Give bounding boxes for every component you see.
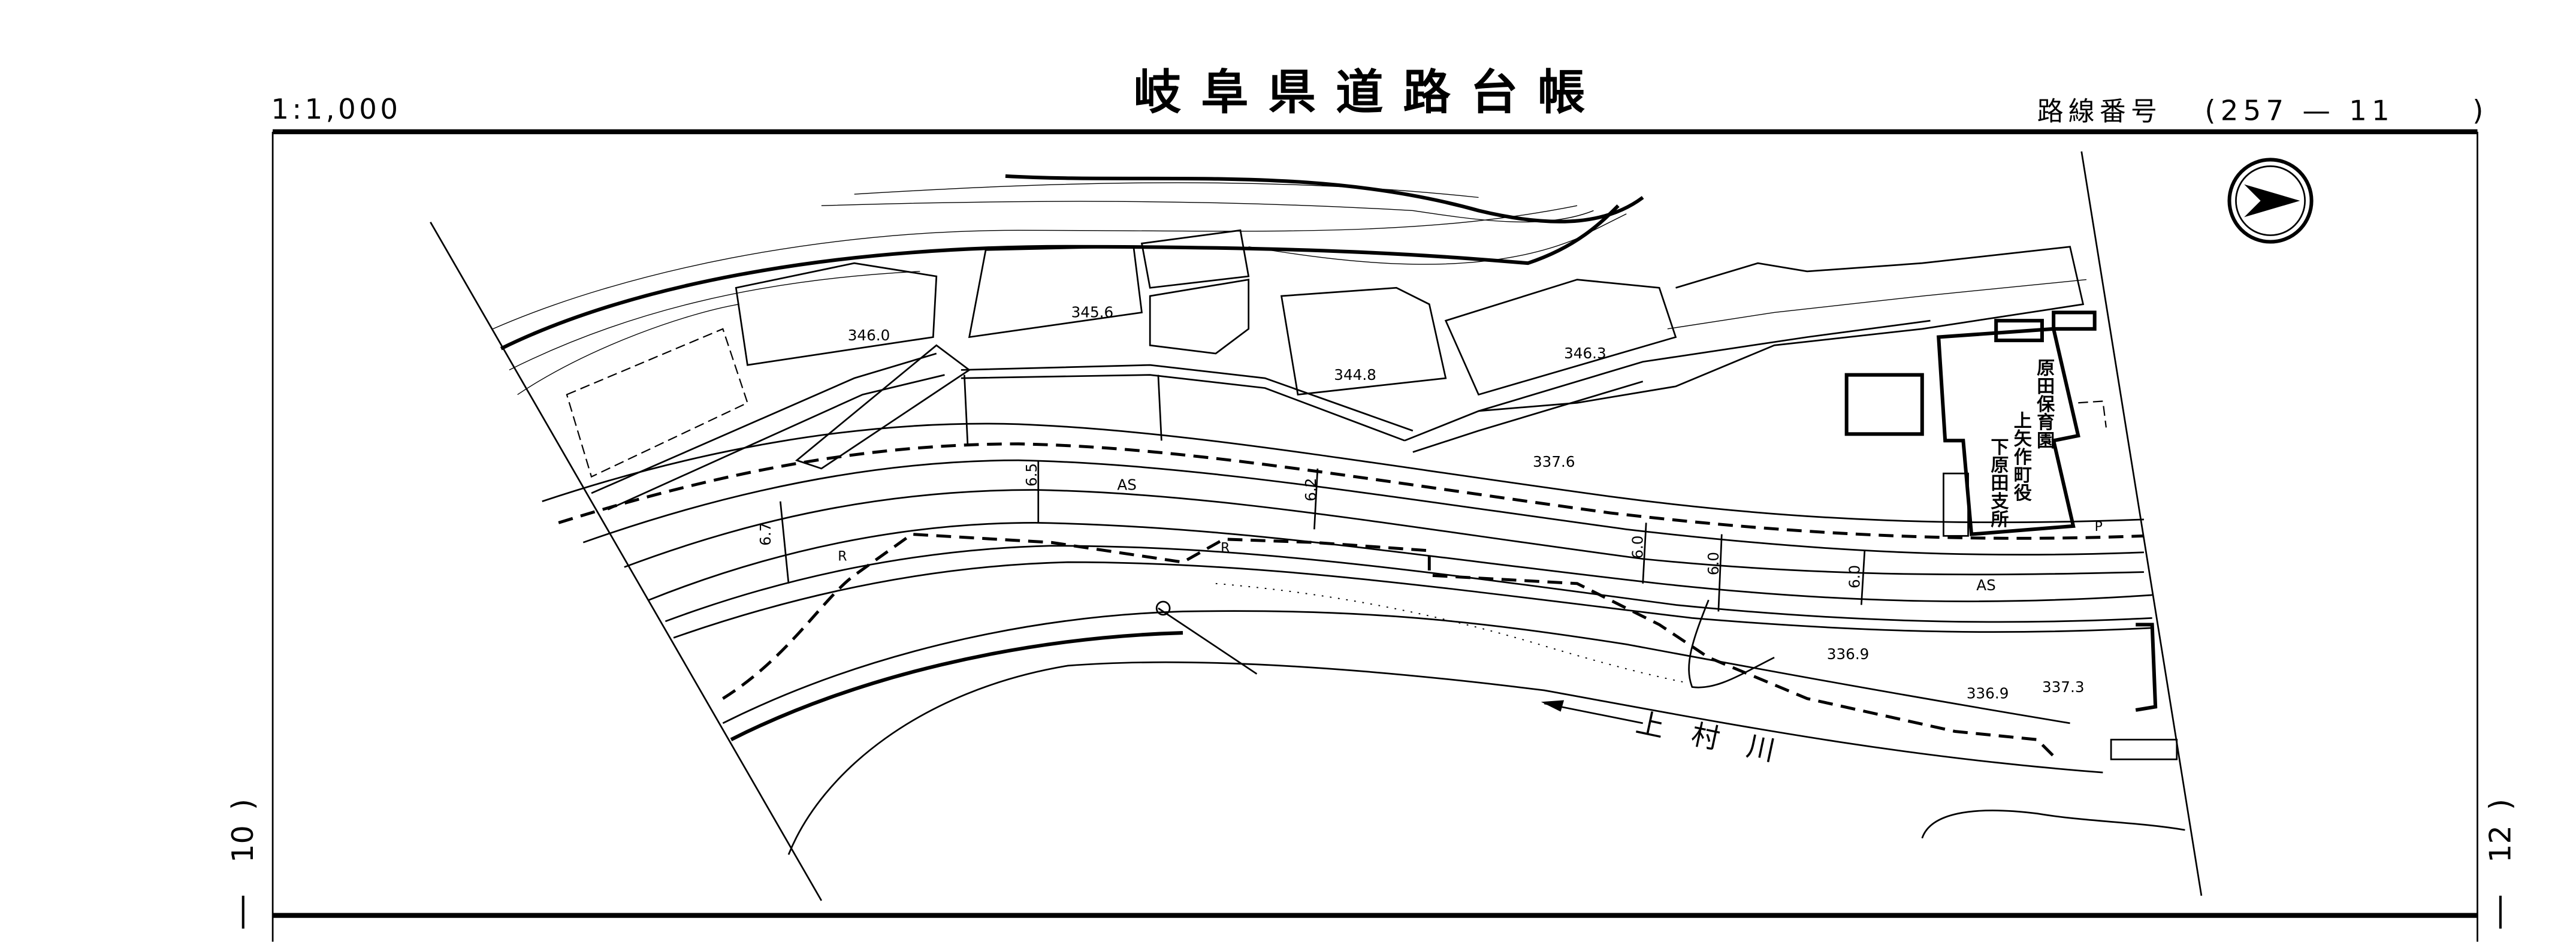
north-arrow-icon (2227, 158, 2314, 244)
road-width-label: 6.0 (1629, 535, 1647, 558)
sheet-frame (271, 129, 2478, 942)
route-number: (257 — 11 (2204, 95, 2394, 127)
route-label: 路線番号 (2037, 96, 2162, 127)
right-sheet-link[interactable]: 12 ) (2483, 799, 2517, 929)
left-sheet-link[interactable]: 10 ) (225, 799, 260, 929)
map-drawing (430, 151, 2203, 901)
scale-label: 1:1,000 (271, 93, 401, 125)
elevation-label: 345.6 (1071, 304, 1114, 321)
pavement-label: AS (1976, 576, 1996, 594)
elevation-label: 336.9 (1827, 645, 1870, 663)
left-sheet-number: 10 (225, 825, 260, 863)
left-paren: ) (225, 799, 260, 810)
road-width-label: 6.2 (1302, 478, 1319, 502)
elevation-label: 337.6 (1533, 453, 1575, 470)
route-close-paren: ) (2472, 95, 2483, 127)
elevation-label: 336.9 (1967, 685, 2009, 702)
marker-label: R (838, 549, 847, 564)
elevation-label: 344.8 (1334, 366, 1376, 384)
building-label-branch: 下原田支所 (1987, 437, 2009, 529)
page-title: 岐阜県道路台帳 (1134, 64, 1605, 120)
building-label-town-office: 上矢作町役 (2010, 410, 2032, 502)
pavement-label: AS (1117, 476, 1137, 494)
road-width-label: 6.0 (1846, 565, 1864, 588)
road-width-label: 6.0 (1705, 552, 1722, 575)
building-label-nursery: 原田保育園 (2033, 358, 2055, 449)
road-width-label: 6.7 (757, 523, 774, 546)
river-name: 上 村 川 (1633, 707, 1787, 769)
right-paren: ) (2483, 799, 2517, 810)
elevation-label: 337.3 (2042, 678, 2085, 696)
marker-label: R (1221, 541, 1230, 556)
elevation-label: 346.3 (1564, 345, 1606, 362)
road-width-label: 6.5 (1023, 463, 1040, 487)
marker-label: P (2095, 520, 2103, 535)
elevation-label: 346.0 (848, 327, 890, 344)
right-sheet-number: 12 (2483, 825, 2517, 863)
